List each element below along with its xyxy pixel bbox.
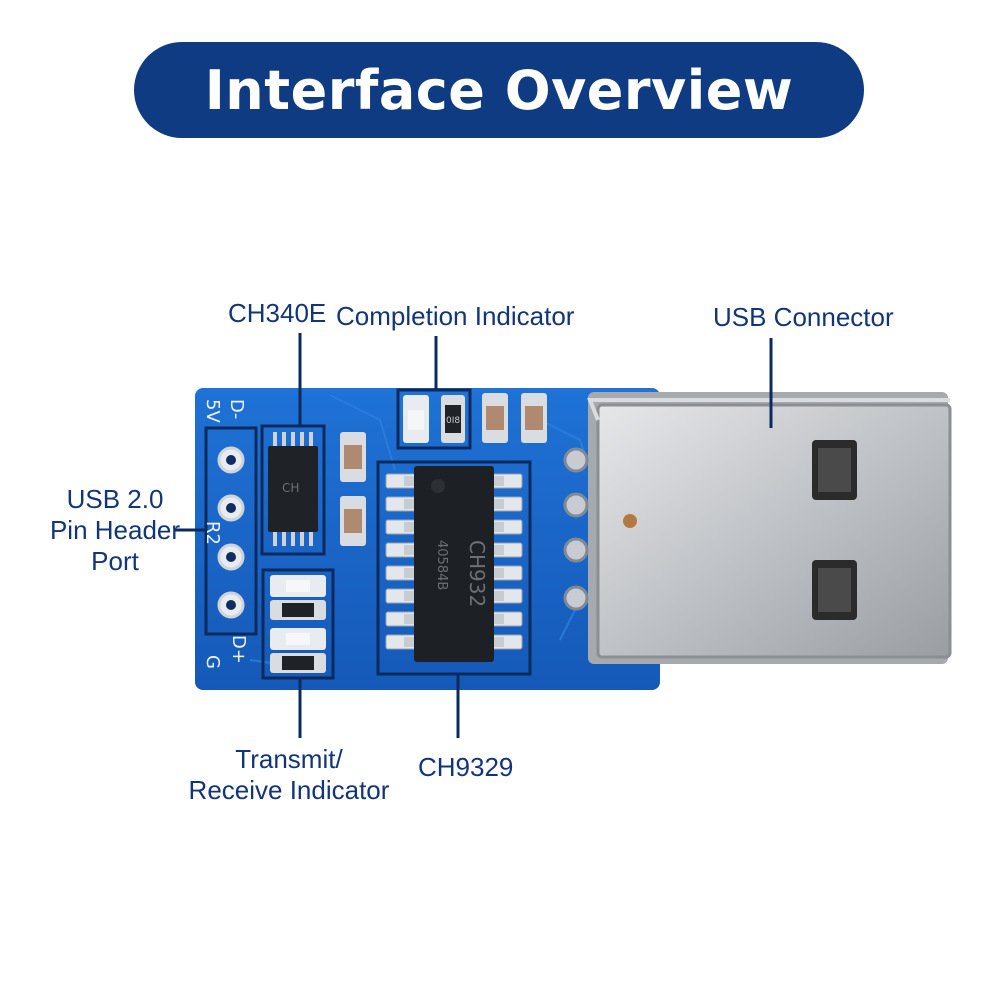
label-txrx-line1: Transmit/ bbox=[235, 744, 343, 774]
completion-indicator-frame bbox=[396, 388, 472, 450]
ch9329-frame bbox=[376, 460, 532, 676]
connector-pads bbox=[563, 447, 589, 611]
silk-5v: 5V bbox=[202, 399, 223, 423]
label-txrx-line2: Receive Indicator bbox=[188, 775, 390, 805]
label-pin-header-line1: USB 2.0 bbox=[66, 484, 164, 514]
label-ch340e: CH340E bbox=[228, 298, 327, 328]
ch340e-chip: CH bbox=[268, 432, 318, 546]
leader-lines bbox=[175, 333, 773, 738]
txrx-indicator-frame bbox=[261, 568, 335, 680]
svg-text:0I8: 0I8 bbox=[446, 416, 460, 426]
silk-r2: R2 bbox=[202, 521, 223, 545]
svg-text:CH: CH bbox=[282, 481, 299, 495]
completion-indicator-led: 0I8 bbox=[403, 395, 465, 443]
label-completion-indicator: Completion Indicator bbox=[336, 301, 575, 331]
svg-text:CH932: CH932 bbox=[465, 540, 489, 607]
silk-d-minus: D- bbox=[226, 399, 247, 419]
svg-text:40584B: 40584B bbox=[434, 540, 449, 590]
ch340e-frame bbox=[260, 424, 326, 556]
txrx-leds bbox=[270, 575, 326, 673]
silk-g: G bbox=[202, 655, 223, 669]
label-pin-header: USB 2.0 Pin Header Port bbox=[30, 484, 200, 577]
label-pin-header-line2: Pin Header bbox=[49, 515, 181, 545]
label-usb-connector: USB Connector bbox=[713, 302, 894, 332]
label-pin-header-line3: Port bbox=[91, 546, 139, 576]
usb-connector bbox=[587, 392, 952, 664]
title-banner: Interface Overview bbox=[134, 42, 864, 138]
label-txrx-indicator: Transmit/ Receive Indicator bbox=[178, 744, 400, 806]
page-title: Interface Overview bbox=[204, 58, 794, 122]
ch9329-chip: CH932 40584B bbox=[385, 466, 523, 662]
silk-d-plus: D+ bbox=[228, 635, 249, 664]
capacitors bbox=[340, 393, 547, 546]
label-ch9329: CH9329 bbox=[418, 752, 514, 782]
